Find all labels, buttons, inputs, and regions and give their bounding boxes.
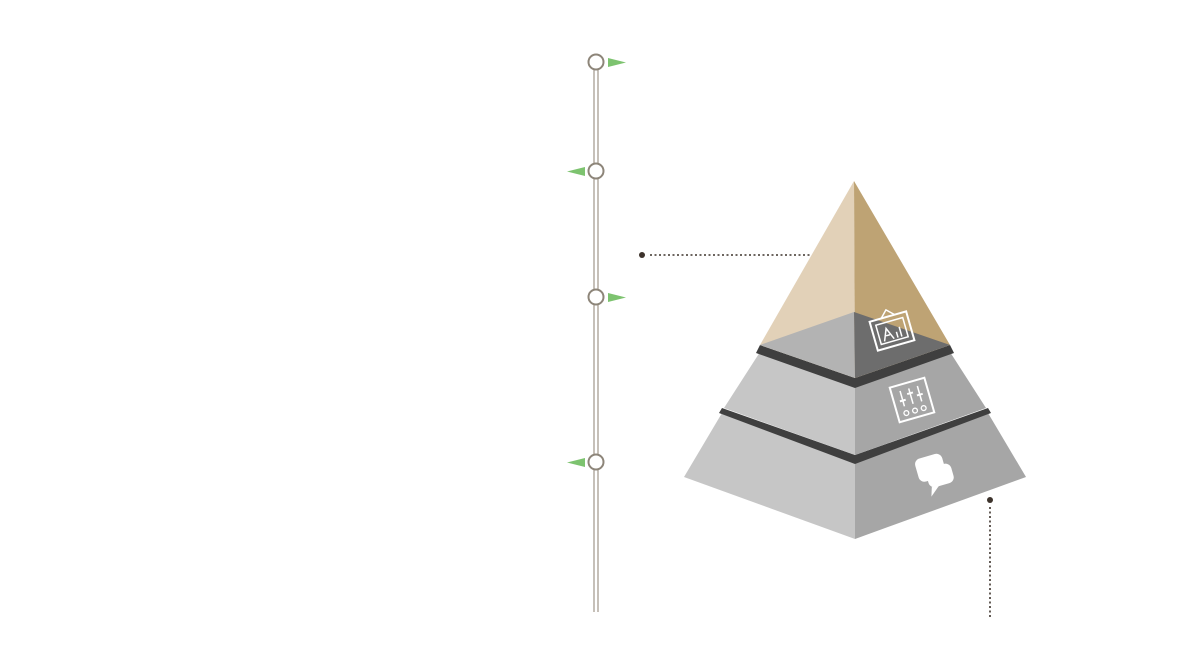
pyramid-tier-middle[interactable] [724, 345, 986, 455]
pyramid-tier-base-left-face [684, 413, 855, 539]
pyramid-band-upper [756, 345, 954, 388]
timeline-node-2[interactable] [567, 162, 605, 180]
mixer-sliders-icon [888, 376, 936, 424]
timeline-node-2-flag-icon [567, 167, 585, 176]
connector-apex-dot [639, 252, 645, 258]
pyramid [684, 181, 1026, 539]
timeline-node-1[interactable] [587, 53, 627, 71]
timeline-node-3-flag-icon [608, 293, 626, 302]
connector-base-dot [987, 497, 993, 503]
timeline [567, 53, 627, 612]
timeline-node-4-circle [587, 453, 605, 471]
connector-apex [639, 252, 812, 258]
pyramid-tier-middle-left-face [724, 352, 855, 455]
timeline-node-1-flag-icon [608, 58, 626, 67]
timeline-node-2-circle [587, 162, 605, 180]
timeline-node-4[interactable] [567, 453, 605, 471]
timeline-node-3-circle [587, 288, 605, 306]
timeline-node-4-flag-icon [567, 458, 585, 467]
pyramid-tier-apex[interactable] [760, 181, 950, 378]
timeline-node-1-circle [587, 53, 605, 71]
timeline-node-3[interactable] [587, 288, 627, 306]
connector-base [987, 497, 993, 618]
picture-frame-icon [868, 308, 916, 352]
chat-bubbles-icon [915, 453, 954, 497]
pyramid-apex-inner-right-face [854, 312, 950, 378]
pyramid-tier-middle-right-face [855, 352, 986, 455]
pyramid-apex-inner-left-face [760, 312, 855, 378]
